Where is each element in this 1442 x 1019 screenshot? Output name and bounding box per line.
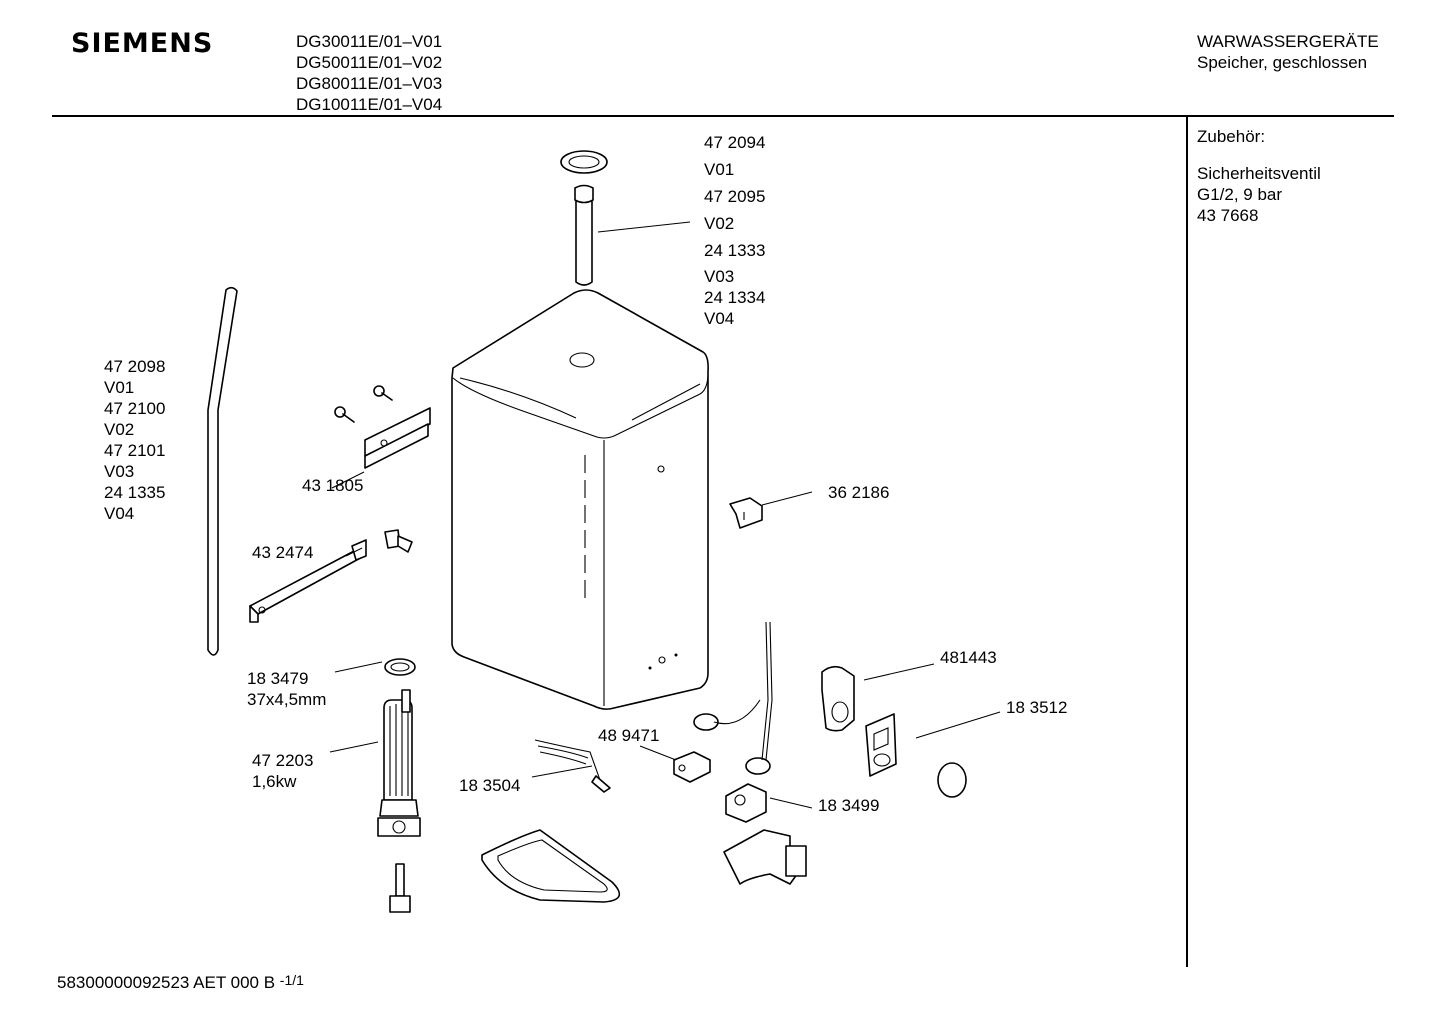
part-number: 47 2100 bbox=[104, 399, 166, 418]
category-subtitle: Speicher, geschlossen bbox=[1197, 53, 1368, 72]
header-divider bbox=[52, 115, 1394, 117]
display-panel bbox=[865, 713, 967, 798]
label-pipe-top: 47 2094 V01 47 2095 V02 24 1333 bbox=[704, 129, 765, 264]
model-list: DG30011E/01–V01 DG50011E/01–V02 DG80011E… bbox=[296, 31, 442, 115]
category-block: WARWASSERGERÄTE Speicher, geschlossen bbox=[1197, 31, 1379, 73]
accessory-number: 43 7668 bbox=[1197, 206, 1259, 225]
variant-code: V02 bbox=[104, 420, 135, 439]
part-spec: 1,6kw bbox=[252, 772, 297, 791]
model-item: DG50011E/01–V02 bbox=[296, 53, 443, 72]
part-number: 18 3479 bbox=[247, 669, 309, 688]
label-thermostat: 18 3499 bbox=[818, 796, 880, 815]
flange-gasket bbox=[481, 829, 621, 903]
accessories-title: Zubehör: bbox=[1197, 127, 1266, 146]
variant-code: V03 bbox=[104, 462, 135, 481]
accessories-panel: Zubehör: Sicherheitsventil G1/2, 9 bar 4… bbox=[1197, 126, 1321, 226]
thermostat bbox=[723, 783, 807, 885]
variant-code: V03 bbox=[704, 267, 735, 286]
label-bracket-upper: 43 1805 bbox=[302, 476, 364, 495]
part-number: 47 2203 bbox=[252, 751, 314, 770]
model-item: DG10011E/01–V04 bbox=[296, 95, 443, 114]
heater-gasket bbox=[384, 658, 416, 676]
part-number: 47 2098 bbox=[104, 357, 166, 376]
label-pipe-top-cont: V03 24 1334 V04 bbox=[704, 266, 765, 329]
tank-body bbox=[451, 289, 709, 710]
label-knob: 36 2186 bbox=[828, 483, 890, 502]
sidebar-divider bbox=[1186, 117, 1188, 967]
part-number: 24 1334 bbox=[704, 288, 766, 307]
anode-rod bbox=[207, 286, 238, 656]
footer-doc-id: 58300000092523 AET 000 B -1/1 bbox=[57, 970, 304, 993]
label-cover: 481443 bbox=[940, 648, 997, 667]
lower-bracket bbox=[249, 529, 413, 623]
part-number: 47 2095 bbox=[704, 187, 766, 206]
part-number: 24 1335 bbox=[104, 483, 166, 502]
thermostat-head bbox=[673, 621, 773, 783]
model-item: DG80011E/01–V03 bbox=[296, 74, 443, 93]
sensor-wire bbox=[534, 739, 611, 793]
label-panel: 18 3512 bbox=[1006, 698, 1068, 717]
label-rod-left: 47 2098 V01 47 2100 V02 47 2101 V03 24 1… bbox=[104, 356, 165, 524]
doc-number: 58300000092523 AET 000 B bbox=[57, 973, 276, 992]
accessory-spec: G1/2, 9 bar bbox=[1197, 185, 1283, 204]
page-number: -1/1 bbox=[279, 972, 304, 988]
variant-code: V01 bbox=[704, 160, 735, 179]
label-gasket: 18 3479 37x4,5mm bbox=[247, 668, 326, 710]
variant-code: V04 bbox=[104, 504, 135, 523]
label-bracket-lower: 43 2474 bbox=[252, 543, 314, 562]
brand-logo: SIEMENS bbox=[71, 28, 214, 59]
heating-element bbox=[377, 689, 421, 913]
category-title: WARWASSERGERÄTE bbox=[1197, 32, 1379, 51]
label-heater: 47 2203 1,6kw bbox=[252, 750, 313, 792]
upper-bracket bbox=[334, 385, 431, 469]
top-pipe bbox=[560, 150, 608, 286]
part-number: 24 1333 bbox=[704, 241, 766, 260]
accessory-name: Sicherheitsventil bbox=[1197, 164, 1321, 183]
thermostat-knob bbox=[729, 497, 763, 529]
part-spec: 37x4,5mm bbox=[247, 690, 327, 709]
label-wire: 18 3504 bbox=[459, 776, 521, 795]
part-number: 47 2101 bbox=[104, 441, 166, 460]
variant-code: V02 bbox=[704, 214, 735, 233]
variant-code: V04 bbox=[704, 309, 735, 328]
variant-code: V01 bbox=[104, 378, 135, 397]
part-number: 47 2094 bbox=[704, 133, 766, 152]
label-thermostat-head: 48 9471 bbox=[598, 726, 660, 745]
control-cover bbox=[821, 665, 855, 732]
model-item: DG30011E/01–V01 bbox=[296, 32, 443, 51]
